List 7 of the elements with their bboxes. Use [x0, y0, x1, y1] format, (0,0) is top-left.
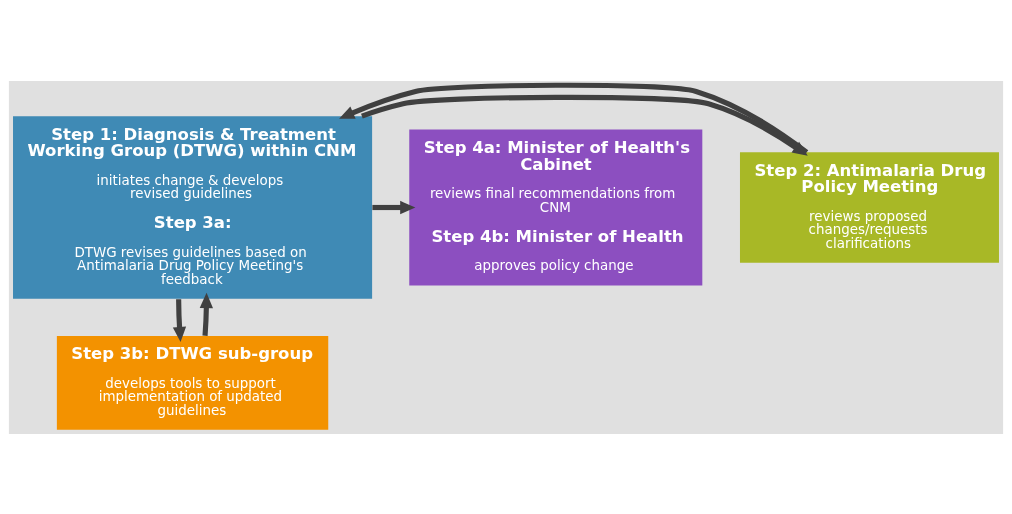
node-box: Step 3b: DTWG sub-group develops tools to support implementation of updated guidelines: [56, 335, 329, 430]
node-box: Step 4a: Minister of Health's Cabinet reviews final recommendations from CNM Step 4b: Minister of Health approves policy change: [409, 129, 703, 285]
node-box: Step 2: Antimalaria Drug Policy Meeting reviews proposed changes/requests clarifications: [740, 151, 999, 263]
arrow: [172, 298, 187, 342]
arrow: [199, 292, 214, 336]
node-box: Step 1: Diagnosis & Treatment Working Group (DTWG) within CNM initiates change & develops revised guidelines Step 3a: DTWG revises guidelines based on Antimalaria Drug Policy Meeting's feedback: [13, 115, 373, 299]
arrow: [372, 200, 416, 214]
